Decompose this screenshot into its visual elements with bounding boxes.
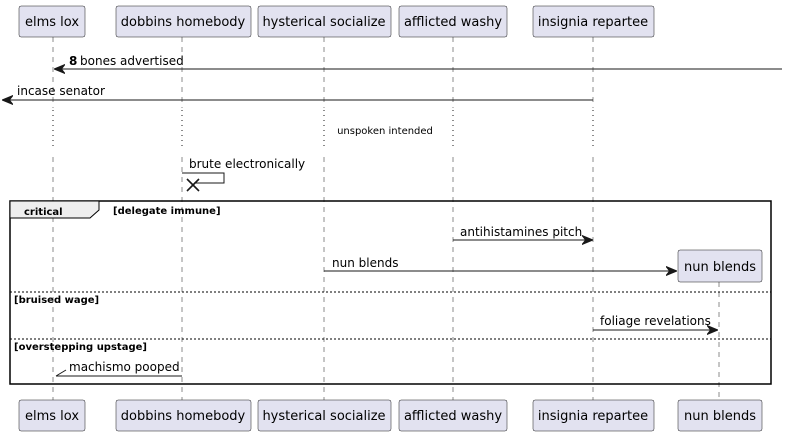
delay-label: unspoken intended [337, 126, 433, 137]
message-create-nun-blends: nun blends [324, 256, 676, 271]
participant-label: hysterical socialize [262, 409, 385, 424]
participant-label: dobbins homebody [121, 409, 246, 424]
message-antihistamines-pitch: antihistamines pitch [453, 225, 592, 240]
participant-elms-lox-bottom: elms lox [18, 399, 86, 432]
fragment-tab [9, 200, 100, 219]
participant-elms-lox-top: elms lox [18, 5, 86, 38]
message-label: bones advertised [80, 54, 184, 68]
destroy-icon [186, 178, 200, 192]
participant-nun-blends-created: nun blends [677, 249, 763, 283]
message-foliage-revelations: foliage revelations [593, 314, 717, 330]
participant-hysterical-socialize-top: hysterical socialize [257, 5, 392, 38]
message-number: 8 [69, 54, 77, 68]
participant-label: elms lox [25, 409, 79, 424]
message-label: incase senator [17, 84, 105, 98]
fragment-keyword: critical [24, 207, 63, 218]
message-bones-advertised: 8 bones advertised [55, 54, 782, 69]
participant-label: afflicted washy [404, 409, 502, 424]
participant-label: hysterical socialize [262, 15, 385, 30]
participant-hysterical-socialize-bottom: hysterical socialize [257, 399, 392, 432]
participant-label: elms lox [25, 15, 79, 30]
participant-dobbins-homebody-top: dobbins homebody [115, 5, 252, 38]
delay-band [0, 108, 786, 152]
fragment-guard-2: [bruised wage] [14, 295, 99, 306]
fragment-guard-3: [overstepping upstage] [14, 342, 147, 353]
delay-dots [52, 110, 594, 150]
participant-nun-blends-bottom: nun blends [677, 399, 763, 432]
message-label: brute electronically [189, 157, 305, 171]
participant-insignia-repartee-top: insignia repartee [532, 5, 655, 38]
participant-label: nun blends [684, 260, 756, 275]
message-label: foliage revelations [600, 314, 711, 328]
participant-label: dobbins homebody [121, 15, 246, 30]
participant-afflicted-washy-top: afflicted washy [398, 5, 508, 38]
message-label: nun blends [332, 256, 398, 270]
participant-insignia-repartee-bottom: insignia repartee [532, 399, 655, 432]
message-brute-electronically: brute electronically [182, 157, 305, 192]
fragment-guard-1: [delegate immune] [113, 206, 221, 217]
message-label: antihistamines pitch [460, 225, 582, 239]
message-incase-senator: incase senator [3, 84, 593, 100]
participant-afflicted-washy-bottom: afflicted washy [398, 399, 508, 432]
participant-label: insignia repartee [538, 15, 648, 30]
message-machismo-pooped: machismo pooped [55, 360, 182, 377]
participant-dobbins-homebody-bottom: dobbins homebody [115, 399, 252, 432]
participant-label: insignia repartee [538, 409, 648, 424]
participant-label: nun blends [684, 409, 756, 424]
message-label: machismo pooped [69, 360, 180, 374]
participant-label: afflicted washy [404, 15, 502, 30]
